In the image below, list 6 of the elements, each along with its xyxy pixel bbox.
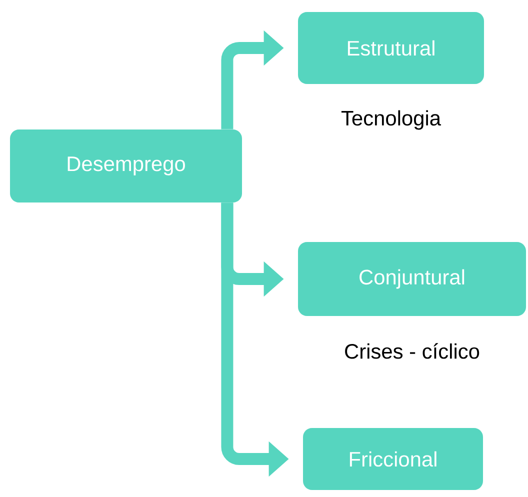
caption-text: Tecnologia [341,110,442,130]
caption-text: Crises - cíclico [345,343,480,359]
process-box: Desemprego [10,130,242,202]
process-box: Conjuntural [298,242,526,316]
process-box: Friccional [303,428,483,490]
process-box: Estrutural [298,12,484,84]
